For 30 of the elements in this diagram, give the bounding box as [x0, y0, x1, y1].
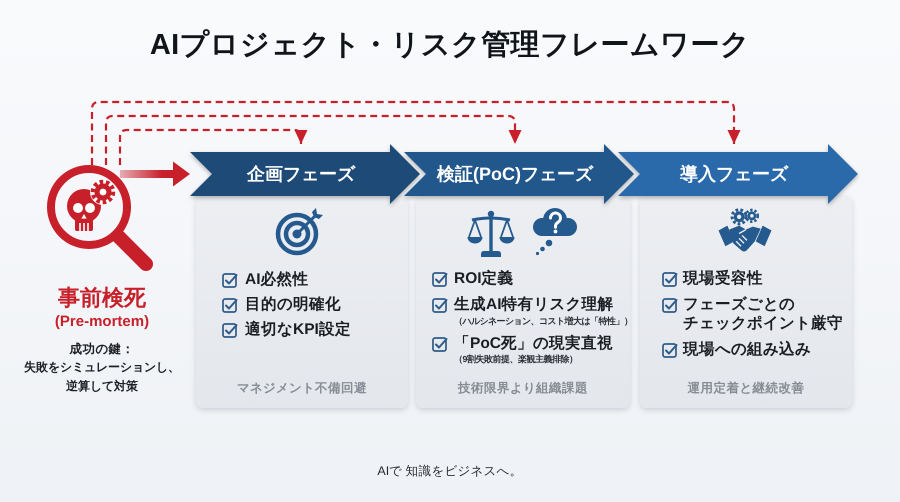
footer-text: 技術限界より組織課題	[458, 380, 588, 396]
phase-banner: 企画フェーズ	[190, 144, 420, 204]
checklist-item: フェーズごとのチェックポイント厳守	[683, 295, 844, 333]
phase-card	[640, 196, 852, 408]
footer-text: マネジメント不備回避	[237, 380, 367, 396]
magnifier-icon	[47, 165, 154, 272]
checklist-item: 目的の明確化	[245, 295, 341, 314]
checklist-item: 適切なKPI設定	[245, 320, 351, 339]
dashed-arrow	[104, 114, 522, 165]
dashed-arrow	[90, 100, 740, 165]
title: AIプロジェクト・リスク管理フレームワーク	[150, 28, 750, 63]
heading: 事前検死	[58, 284, 146, 312]
tagline: AIで 知識をビジネスへ。	[377, 463, 523, 479]
phase-banner: 導入フェーズ	[618, 144, 858, 204]
arrow	[120, 162, 190, 186]
dashed-arrow	[118, 128, 308, 165]
checklist-item: 現場への組み込み	[683, 340, 811, 359]
subheading: (Pre-mortem)	[54, 312, 150, 332]
checklist-item: ROI定義	[454, 269, 514, 288]
note-text: （9割失敗前提、楽観主義排除）	[454, 353, 578, 365]
note-text: （ハルシネーション、コスト増大は「特性」）	[454, 315, 632, 327]
phase-card	[196, 196, 408, 408]
checklist-item: 生成AI特有リスク理解	[454, 295, 614, 314]
checklist-item: 現場受容性	[683, 269, 763, 288]
phase-card	[416, 196, 630, 408]
checklist-item: AI必然性	[245, 270, 308, 289]
checklist-item: 「PoC死」の現実直視	[454, 334, 613, 353]
caption-text: 成功の鍵：	[70, 341, 134, 358]
footer-text: 運用定着と継続改善	[688, 380, 804, 396]
caption-text: 失敗をシミュレーションし、逆算して対策	[23, 359, 181, 395]
